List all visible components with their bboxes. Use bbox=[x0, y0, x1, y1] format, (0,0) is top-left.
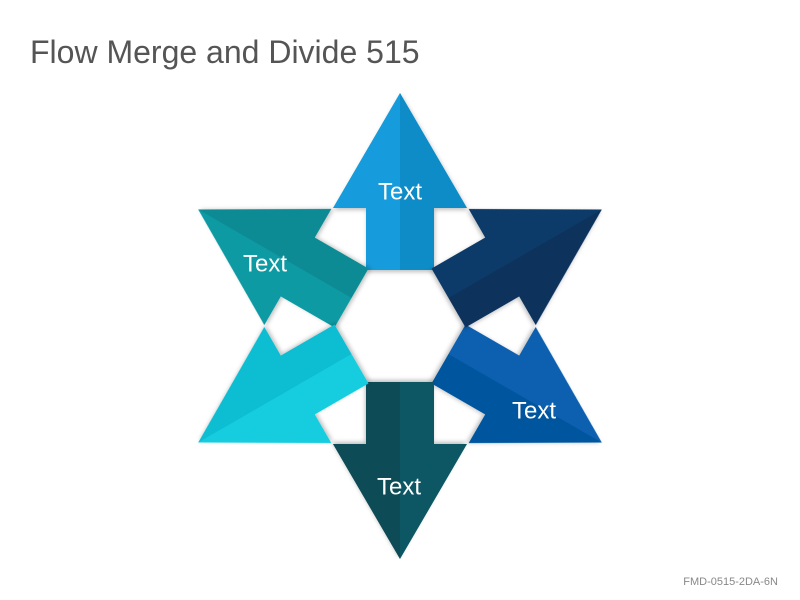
arrow-shading bbox=[400, 93, 467, 270]
page-title: Flow Merge and Divide 515 bbox=[30, 34, 420, 70]
arrow-shading bbox=[198, 208, 369, 298]
arrow-label: Text bbox=[378, 178, 422, 205]
arrow-6: Text bbox=[198, 250, 369, 444]
arrow-shape bbox=[431, 324, 602, 444]
slide-code: FMD-0515-2DA-6N bbox=[683, 576, 778, 588]
arrow-label: Text bbox=[377, 473, 421, 500]
arrow-4: Text bbox=[333, 382, 467, 559]
arrow-shading bbox=[333, 382, 400, 559]
arrow-1: Text bbox=[333, 93, 467, 270]
arrow-3: Text bbox=[431, 208, 602, 424]
arrow-shading bbox=[448, 209, 602, 328]
arrow-label: Text bbox=[243, 250, 287, 277]
arrow-shading bbox=[198, 324, 352, 443]
arrow-label: Text bbox=[512, 397, 556, 424]
arrow-shading bbox=[431, 354, 602, 444]
arrow-shape bbox=[198, 208, 369, 328]
